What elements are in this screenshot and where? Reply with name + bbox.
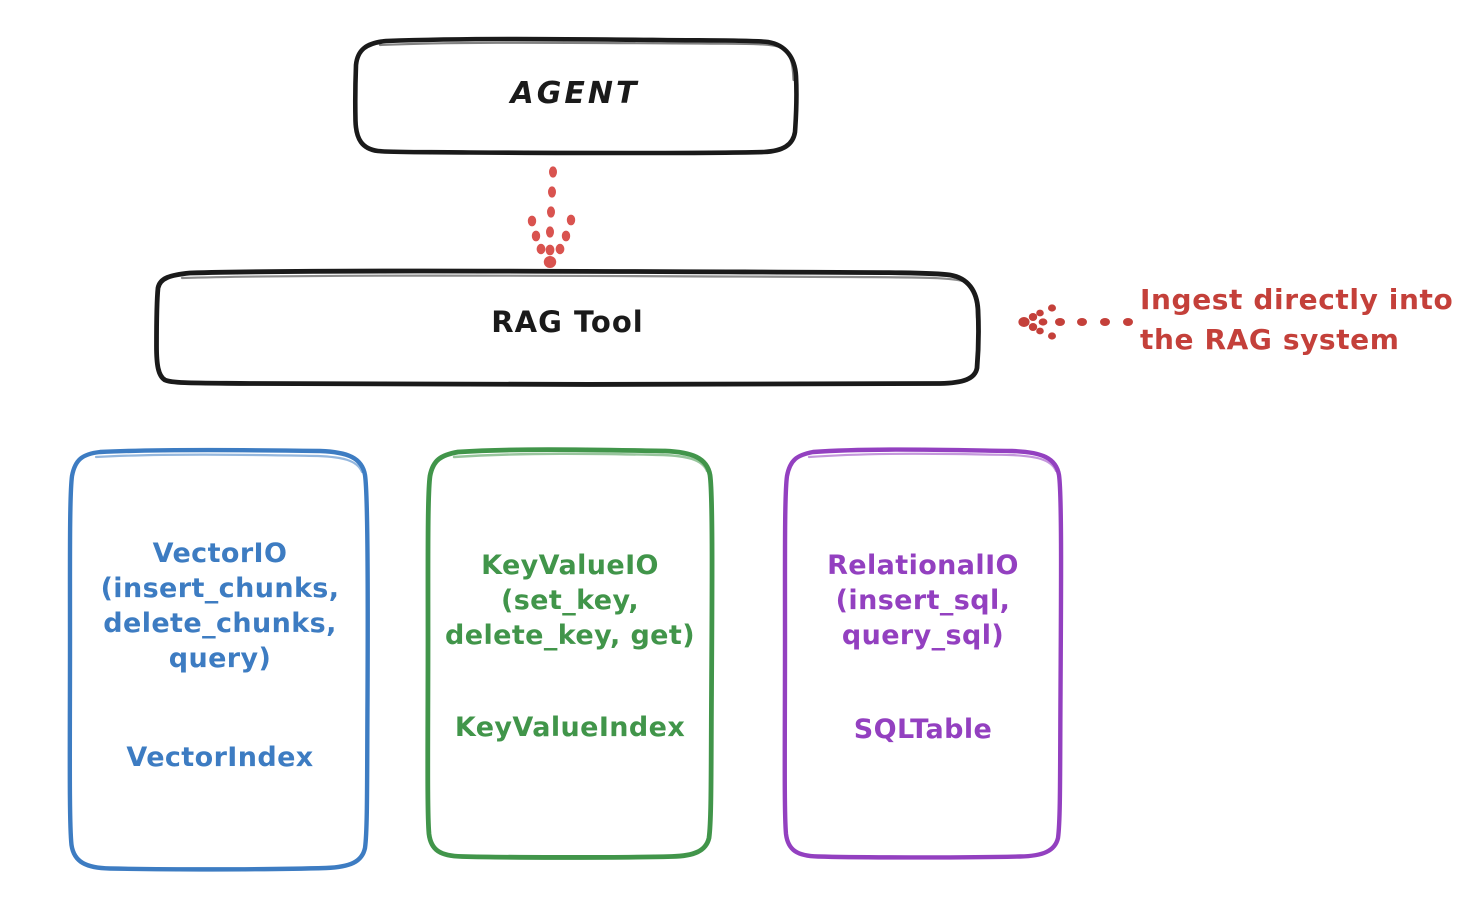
agent-node[interactable] <box>352 36 799 156</box>
keyvalue-box-outline <box>425 447 715 860</box>
relational-box-sketch-pass <box>807 452 1058 473</box>
relational-table-label: SQLTable <box>853 714 993 745</box>
keyvalue-io-node[interactable] <box>425 447 715 860</box>
rag-tool-box-sketch-pass <box>180 274 979 320</box>
ingest-annotation-text: Ingest directly into the RAG system <box>1140 283 1454 356</box>
vector-box-sketch-pass <box>94 453 364 474</box>
relational-io-api-label: RelationalIO (insert_sql, query_sql) <box>827 550 1019 652</box>
keyvalue-index-label: KeyValueIndex <box>454 712 686 743</box>
vector-io-node[interactable] <box>67 447 370 872</box>
agent-to-rag-connector <box>527 166 576 268</box>
vector-index-label: VectorIndex <box>126 742 314 773</box>
arrowhead-down-dots <box>527 214 576 268</box>
ingest-to-rag-connector <box>1018 304 1133 340</box>
relational-box-outline <box>782 447 1064 860</box>
agent-box-sketch-pass <box>378 41 795 82</box>
rag-tool-node[interactable] <box>154 268 981 387</box>
vector-box-outline <box>67 447 370 872</box>
agent-box-outline <box>352 36 799 156</box>
keyvalue-io-api-label: KeyValueIO (set_key, delete_key, get) <box>445 550 695 652</box>
rag-tool-label: RAG Tool <box>491 305 644 339</box>
arrowhead-left-dots <box>1018 304 1056 340</box>
agent-label: AGENT <box>510 76 640 111</box>
vector-io-api-label: VectorIO (insert_chunks, delete_chunks, … <box>100 538 340 675</box>
relational-io-node[interactable] <box>782 447 1064 860</box>
keyvalue-box-sketch-pass <box>452 452 709 473</box>
rag-tool-box-outline <box>154 268 981 387</box>
